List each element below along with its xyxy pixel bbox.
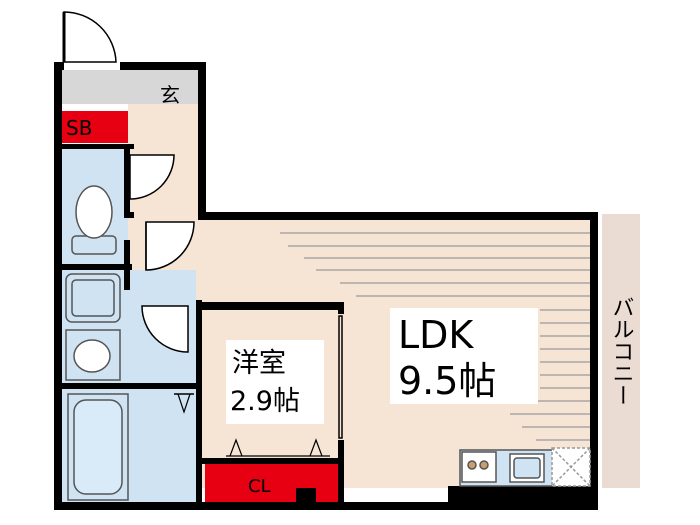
burner-right xyxy=(479,460,489,470)
washroom-door xyxy=(141,305,189,353)
fixtures xyxy=(65,185,591,501)
entrance-floor xyxy=(62,70,200,104)
closet-label: CL xyxy=(248,476,271,497)
closet xyxy=(205,462,339,504)
balcony-window-lower xyxy=(591,399,597,461)
labels: 玄 SB LDK 9.5帖 洋室 2.9帖 CL バルコニー xyxy=(66,83,634,497)
western-room-size: 2.9帖 xyxy=(230,386,300,417)
western-label-bg xyxy=(226,340,324,424)
openings xyxy=(338,231,597,461)
floor-fills xyxy=(62,70,640,504)
ldk-name: LDK xyxy=(398,313,474,357)
burner-left xyxy=(467,460,477,470)
shoe-box-label: SB xyxy=(66,116,92,140)
entrance-label: 玄 xyxy=(160,83,180,107)
ldk-floor-stripes xyxy=(280,232,590,441)
balcony-floor xyxy=(602,214,640,488)
walls xyxy=(54,62,598,510)
western-room-sliding-door xyxy=(338,315,343,439)
shoe-box xyxy=(62,111,128,143)
ldk-door xyxy=(145,221,195,271)
entry-door xyxy=(63,11,117,63)
shower-icon xyxy=(177,393,191,414)
storage-blocks xyxy=(62,111,339,504)
toilet-bowl xyxy=(75,185,113,239)
washbasin xyxy=(73,339,111,373)
ldk-label-bg xyxy=(390,308,538,404)
toilet-door xyxy=(129,154,175,200)
western-room-name: 洋室 xyxy=(232,348,286,379)
ldk-size: 9.5帖 xyxy=(398,359,496,403)
stove xyxy=(461,451,497,483)
balcony-window-upper xyxy=(591,231,597,313)
doors xyxy=(62,11,195,353)
fridge-space xyxy=(551,447,591,487)
balcony-label: バルコニー xyxy=(609,296,634,406)
